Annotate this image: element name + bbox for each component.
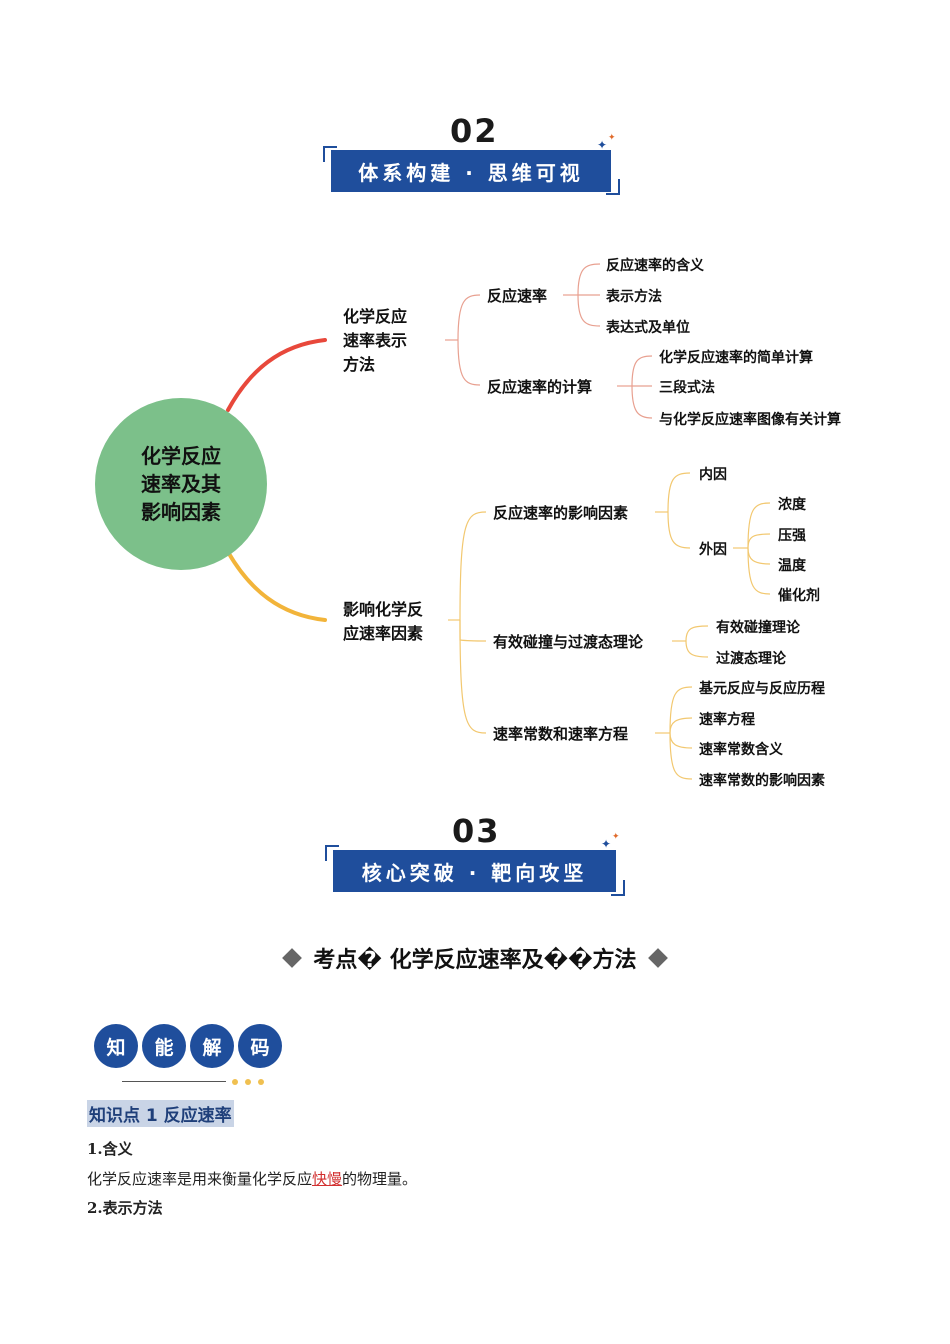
node-graph-calc: 与化学反应速率图像有关计算 <box>659 412 841 428</box>
sparkle-icon: ✦ <box>612 832 620 842</box>
badge-underline <box>122 1081 226 1082</box>
section-banner-03: 核心突破 · 靶向攻坚 <box>333 850 616 892</box>
diamond-icon <box>282 948 303 968</box>
topic-title: 考点� 化学反应速率及��方法 <box>313 948 637 973</box>
section-banner-02: 体系构建 · 思维可视 <box>331 150 611 192</box>
heading-representation: 2.表示方法 <box>87 1199 163 1217</box>
sparkle-icon: ✦ <box>597 138 608 152</box>
node-collision-theory: 有效碰撞与过渡态理论 <box>493 633 644 651</box>
node-rate-units: 表达式及单位 <box>606 320 690 336</box>
heading-meaning: 1.含义 <box>87 1140 133 1158</box>
node-rate-meaning: 反应速率的含义 <box>606 258 704 274</box>
branch1-curve <box>226 338 327 412</box>
section-number-02: 02 <box>450 112 499 150</box>
banner-bracket <box>606 179 620 195</box>
branch2-curve <box>226 550 327 622</box>
node-rate: 反应速率 <box>487 287 548 305</box>
branch2-label: 影响化学反应速率因素 <box>343 600 424 643</box>
node-concentration: 浓度 <box>778 497 806 513</box>
sparkle-icon: ✦ <box>601 837 612 851</box>
node-rate-equation: 速率方程 <box>699 712 755 728</box>
node-catalyst: 催化剂 <box>778 588 820 604</box>
sparkle-icon: ✦ <box>608 133 616 143</box>
node-rate-expression: 表示方法 <box>606 289 662 305</box>
node-constant-factors: 速率常数的影响因素 <box>699 773 825 789</box>
node-external: 外因 <box>699 542 727 558</box>
badge-jie: 解 <box>190 1024 234 1068</box>
branch1-label: 化学反应速率表示方法 <box>343 307 408 374</box>
dot-decoration <box>245 1079 251 1085</box>
node-temperature: 温度 <box>778 558 806 574</box>
node-internal: 内因 <box>699 467 727 483</box>
badge-neng: 能 <box>142 1024 186 1068</box>
topic-heading: 考点� 化学反应速率及��方法 <box>0 942 950 974</box>
node-rate-constant: 速率常数和速率方程 <box>493 725 629 743</box>
highlight-speed: 快慢 <box>312 1170 343 1188</box>
dot-decoration <box>258 1079 264 1085</box>
node-elementary: 基元反应与反应历程 <box>699 681 825 697</box>
section-number-03: 03 <box>452 812 501 850</box>
node-pressure: 压强 <box>778 528 806 544</box>
banner-bracket <box>325 845 339 861</box>
mindmap-center-node: 化学反应 速率及其 影响因素 <box>95 398 267 570</box>
badge-ma: 码 <box>238 1024 282 1068</box>
node-constant-meaning: 速率常数含义 <box>699 742 783 758</box>
banner-bracket <box>611 880 625 896</box>
diamond-icon <box>647 948 668 968</box>
node-factors: 反应速率的影响因素 <box>493 504 629 522</box>
knowledge-point-label: 知识点 1 反应速率 <box>87 1100 234 1127</box>
node-rate-calc: 反应速率的计算 <box>487 378 593 396</box>
node-simple-calc: 化学反应速率的简单计算 <box>659 350 813 366</box>
mindmap-connectors <box>226 263 771 780</box>
dot-decoration <box>232 1079 238 1085</box>
node-effective-collision: 有效碰撞理论 <box>716 620 800 636</box>
banner-bracket <box>323 146 337 162</box>
paragraph-meaning: 化学反应速率是用来衡量化学反应快慢的物理量。 <box>87 1170 418 1188</box>
node-transition-state: 过渡态理论 <box>716 651 786 667</box>
badge-zhi: 知 <box>94 1024 138 1068</box>
node-three-step: 三段式法 <box>659 380 715 396</box>
